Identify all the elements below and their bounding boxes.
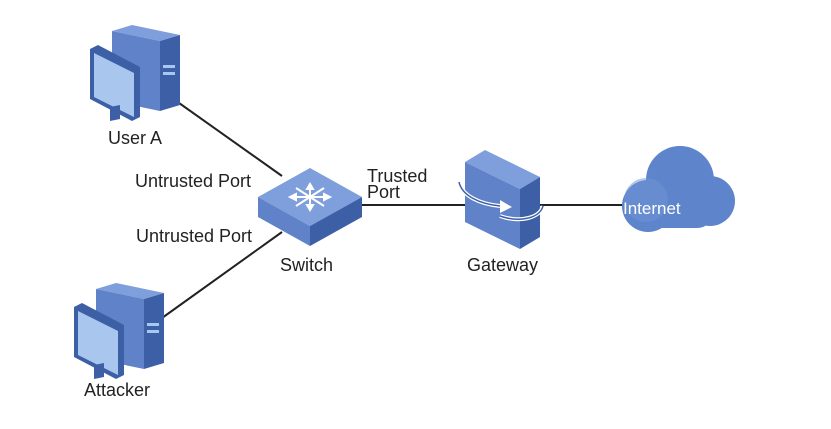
attacker-computer-icon [74,283,164,379]
link-attacker-switch [161,231,283,319]
switch-icon [258,168,362,246]
trusted-port-label-line1: Trusted [367,166,427,186]
user-a-computer-icon [90,25,180,121]
trusted-port-label-line2: Port [367,182,400,202]
connections [161,97,625,319]
link-user-a-switch [171,97,283,177]
gateway-label: Gateway [467,255,538,275]
untrusted-port-bottom-label: Untrusted Port [136,226,252,246]
user-a-label: User A [108,128,162,148]
gateway-icon [457,150,545,249]
untrusted-port-top-label: Untrusted Port [135,171,251,191]
switch-label: Switch [280,255,333,275]
attacker-label: Attacker [84,380,150,400]
internet-label: Internet [623,199,681,218]
cloud-icon [622,146,735,232]
